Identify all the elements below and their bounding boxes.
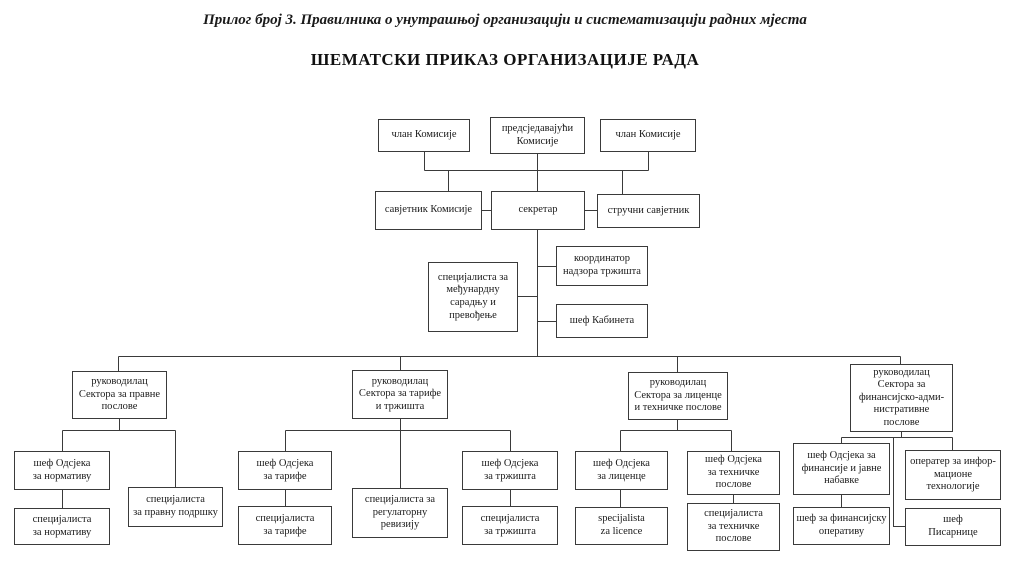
org-node-member-right: члан Комисије [600, 119, 696, 152]
org-node-member-left: члан Комисије [378, 119, 470, 152]
org-node-regulatory-audit: специјалиста за регулаторну ревизију [352, 488, 448, 538]
org-node-market-coordinator: координатор надзора тржишта [556, 246, 648, 286]
org-node-commission-advisor: савјетник Комисије [375, 191, 482, 230]
org-node-technical-specialist: специјалиста за техничке послове [687, 503, 780, 551]
org-node-license-chief: шеф Одсјека за лиценце [575, 451, 668, 490]
org-node-norms-chief: шеф Одсјека за нормативу [14, 451, 110, 490]
document-subtitle: Прилог број 3. Правилника о унутрашњој о… [203, 12, 807, 28]
org-node-sector-licenses: руководилац Сектора за лиценце и техничк… [628, 372, 728, 420]
org-node-market-chief: шеф Одсјека за тржишта [462, 451, 558, 490]
org-node-legal-support: специјалиста за правну подршку [128, 487, 223, 527]
page-title: ШЕМАТСКИ ПРИКАЗ ОРГАНИЗАЦИЈЕ РАДА [310, 50, 700, 69]
org-node-cabinet-chief: шеф Кабинета [556, 304, 648, 338]
org-node-tariff-specialist: специјалиста за тарифе [238, 506, 332, 545]
org-node-finance-chief: шеф Одсјека за финансије и јавне набавке [793, 443, 890, 495]
org-node-expert-advisor: стручни савјетник [597, 194, 700, 228]
org-node-it-operator: оператер за инфор- мационе технологије [905, 450, 1001, 500]
org-node-registry-chief: шеф Писарнице [905, 508, 1001, 546]
org-node-sector-finance: руководилац Сектора за финансијско-адми-… [850, 364, 953, 432]
org-node-sector-tariffs: руководилац Сектора за тарифе и тржишта [352, 370, 448, 419]
org-node-finance-ops-chief: шеф за финансијску оперативу [793, 507, 890, 545]
org-node-market-specialist: специјалиста за тржишта [462, 506, 558, 545]
org-node-intl-specialist: специјалиста за међунардну сарадњу и пре… [428, 262, 518, 332]
org-node-license-specialist: specijalista za licence [575, 507, 668, 545]
org-node-tariff-chief: шеф Одсјека за тарифе [238, 451, 332, 490]
org-node-chairman: предсједавајући Комисије [490, 117, 585, 154]
org-node-sector-legal: руководилац Сектора за правне послове [72, 371, 167, 419]
org-node-norms-specialist: специјалиста за нормативу [14, 508, 110, 545]
org-node-secretary: секретар [491, 191, 585, 230]
org-node-technical-chief: шеф Одсјека за техничке послове [687, 451, 780, 495]
